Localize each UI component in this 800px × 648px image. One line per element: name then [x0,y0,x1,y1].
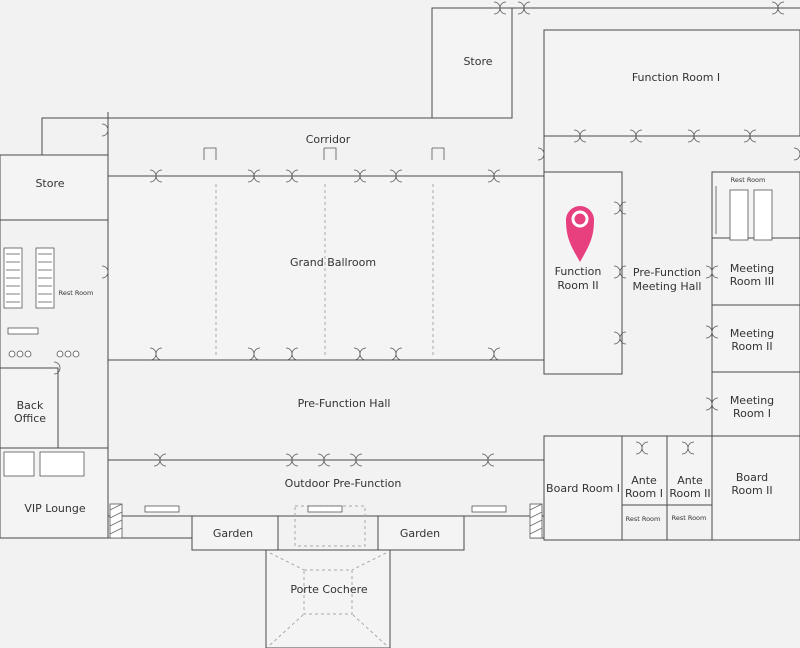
meeting-room-1-label-line2: Room I [733,407,771,420]
corridor-label: Corridor [306,133,351,146]
rest-room-right-label: Rest Room [731,176,766,184]
ante-room-1-label-line1: Ante [631,474,657,487]
garden-right[interactable] [377,515,465,551]
vip-lounge-fixtures [3,451,85,477]
ante-room-1[interactable] [621,435,668,506]
ante-room-2-label-line1: Ante [677,474,703,487]
function-room-1-label: Function Room I [632,71,720,84]
meeting-room-3-label-line2: Room III [730,275,775,288]
porte-cochere-label: Porte Cochere [290,583,368,596]
facade-details [109,503,543,539]
back-office-label-line1: Back [17,399,44,412]
function-room-2[interactable] [543,171,623,375]
garden-left-label: Garden [213,527,253,540]
store-left-room[interactable] [0,154,109,221]
vip-lounge-label: VIP Lounge [24,502,85,515]
grand-ballroom[interactable] [107,175,545,361]
function-room-1[interactable] [543,29,800,137]
ante-room-2[interactable] [666,435,713,506]
garden-left[interactable] [191,515,279,551]
function-room-2-label-line1: Function [555,265,602,278]
meeting-room-2-label-line1: Meeting [730,327,774,340]
ante-room-1-label-line2: Room I [625,487,663,500]
outdoor-pre-function-label: Outdoor Pre-Function [285,477,402,490]
store-left-label: Store [35,177,64,190]
board-room-2[interactable] [711,435,800,541]
pre-function-meeting-hall-label-line2: Meeting Hall [633,280,702,293]
pre-function-hall-label: Pre-Function Hall [298,397,391,410]
garden-right-label: Garden [400,527,440,540]
board-room-1-label: Board Room I [546,482,620,495]
restroom-left-fixtures [3,247,80,358]
rest-room-ante-2-label: Rest Room [672,514,707,522]
meeting-room-2-label-line2: Room II [731,340,772,353]
store-top-room[interactable] [431,7,513,119]
board-room-2-label-line1: Board [736,471,768,484]
porte-cochere-canopy [269,505,387,646]
meeting-room-1-label-line1: Meeting [730,394,774,407]
board-room-1[interactable] [543,435,623,541]
meeting-room-1[interactable] [711,371,800,437]
doors [53,1,800,467]
ballroom-partitions [215,184,434,356]
store-top-label: Store [463,55,492,68]
grand-ballroom-label: Grand Ballroom [290,256,376,269]
rest-room-left-label: Rest Room [59,289,94,297]
porte-cochere[interactable] [265,549,391,648]
ante-room-2-label-line2: Room II [669,487,710,500]
meeting-room-3-label-line1: Meeting [730,262,774,275]
function-room-2-label-line2: Room II [557,279,598,292]
rest-room-ante-1-label: Rest Room [626,515,661,523]
location-pin-icon[interactable] [566,206,594,262]
back-office-label-line2: Office [14,412,46,425]
restroom-right-fixtures [715,186,773,241]
back-office[interactable] [0,367,59,449]
pre-function-meeting-hall-label-line1: Pre-Function [633,266,701,279]
board-room-2-label-line2: Room II [731,484,772,497]
